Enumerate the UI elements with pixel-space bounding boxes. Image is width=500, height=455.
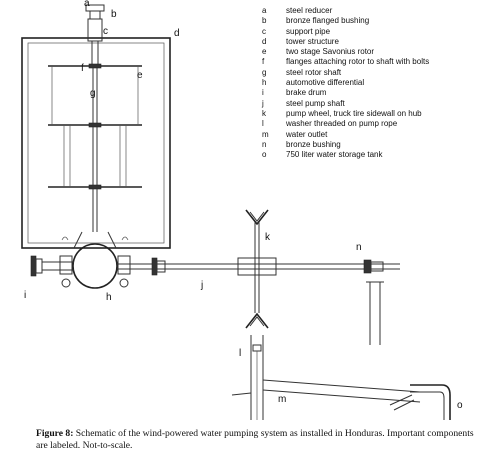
- legend-item-g: g steel rotor shaft: [262, 68, 498, 78]
- diagram-labels: a b c d e f g h i j k l m n o: [24, 0, 463, 411]
- legend-text: pump wheel, truck tire sidewall on hub: [286, 108, 422, 118]
- legend-item-f: f flanges attaching rotor to shaft with b…: [262, 57, 498, 67]
- tower-structure: [21, 37, 171, 249]
- legend-text: flanges attaching rotor to shaft with bo…: [286, 57, 430, 67]
- label-m: m: [278, 394, 286, 405]
- pump-rope-column: [250, 335, 264, 420]
- automotive-differential: [59, 231, 131, 289]
- legend-text: bronze bushing: [286, 139, 341, 149]
- water-storage-tank: [389, 384, 451, 420]
- legend-item-e: e two stage Savonius rotor: [262, 47, 498, 57]
- shaft-top-assembly: [85, 4, 105, 65]
- rotor-shaft: [92, 65, 98, 232]
- legend-text: tower structure: [286, 36, 339, 46]
- legend-key: b: [262, 16, 267, 26]
- label-j: j: [200, 280, 203, 291]
- legend-key: j: [262, 98, 264, 108]
- legend-key: l: [262, 119, 264, 129]
- label-f: f: [81, 63, 84, 74]
- water-outlet: [231, 379, 421, 403]
- legend-key: m: [262, 129, 269, 139]
- legend-text: steel rotor shaft: [286, 67, 342, 77]
- legend-item-i: i brake drum: [262, 88, 498, 98]
- label-e: e: [137, 70, 143, 81]
- legend-text: steel pump shaft: [286, 98, 345, 108]
- legend-item-b: b bronze flanged bushing: [262, 16, 498, 26]
- legend-key: g: [262, 67, 267, 77]
- caption-label: Figure 8:: [36, 428, 74, 439]
- legend-item-h: h automotive differential: [262, 78, 498, 88]
- legend-text: 750 liter water storage tank: [286, 150, 383, 160]
- legend-text: bronze flanged bushing: [286, 16, 370, 26]
- legend-key: h: [262, 78, 267, 88]
- legend-item-a: a steel reducer: [262, 6, 498, 16]
- caption-text: Schematic of the wind-powered water pump…: [36, 428, 474, 451]
- legend-item-l: l washer threaded on pump rope: [262, 119, 498, 129]
- legend-text: brake drum: [286, 88, 327, 98]
- legend-key: d: [262, 36, 267, 46]
- legend-item-n: n bronze bushing: [262, 140, 498, 150]
- legend-text: washer threaded on pump rope: [286, 119, 398, 129]
- label-a: a: [84, 0, 90, 9]
- bronze-bushing: [363, 259, 384, 345]
- legend-item-k: k pump wheel, truck tire sidewall on hub: [262, 109, 498, 119]
- label-o: o: [457, 400, 463, 411]
- legend-text: water outlet: [286, 129, 328, 139]
- legend-key: f: [262, 57, 265, 67]
- legend-item-m: m water outlet: [262, 130, 498, 140]
- pump-wheel: [245, 209, 269, 329]
- savonius-rotor: [48, 63, 142, 190]
- legend-text: two stage Savonius rotor: [286, 47, 375, 57]
- label-b: b: [111, 9, 117, 20]
- legend-key: e: [262, 47, 267, 57]
- label-k: k: [265, 232, 271, 243]
- label-d: d: [174, 28, 180, 39]
- component-legend: a steel reducer b bronze flanged bushing c su…: [262, 6, 498, 160]
- figure-caption: Figure 8: Schematic of the wind-powered …: [36, 428, 476, 452]
- label-h: h: [106, 292, 112, 303]
- legend-key: i: [262, 88, 264, 98]
- legend-key: n: [262, 139, 267, 149]
- legend-text: automotive differential: [286, 78, 365, 88]
- label-i: i: [24, 290, 26, 301]
- legend-key: o: [262, 150, 267, 160]
- legend-item-c: c support pipe: [262, 27, 498, 37]
- label-l: l: [239, 348, 241, 359]
- label-c: c: [103, 26, 108, 37]
- legend-item-o: o 750 liter water storage tank: [262, 150, 498, 160]
- brake-drum: [30, 255, 43, 277]
- label-n: n: [356, 242, 362, 253]
- legend-key: c: [262, 26, 266, 36]
- legend-text: support pipe: [286, 26, 331, 36]
- legend-key: a: [262, 6, 267, 15]
- legend-item-j: j steel pump shaft: [262, 99, 498, 109]
- legend-text: steel reducer: [286, 6, 333, 15]
- legend-item-d: d tower structure: [262, 37, 498, 47]
- legend-key: k: [262, 108, 266, 118]
- label-g: g: [90, 88, 96, 99]
